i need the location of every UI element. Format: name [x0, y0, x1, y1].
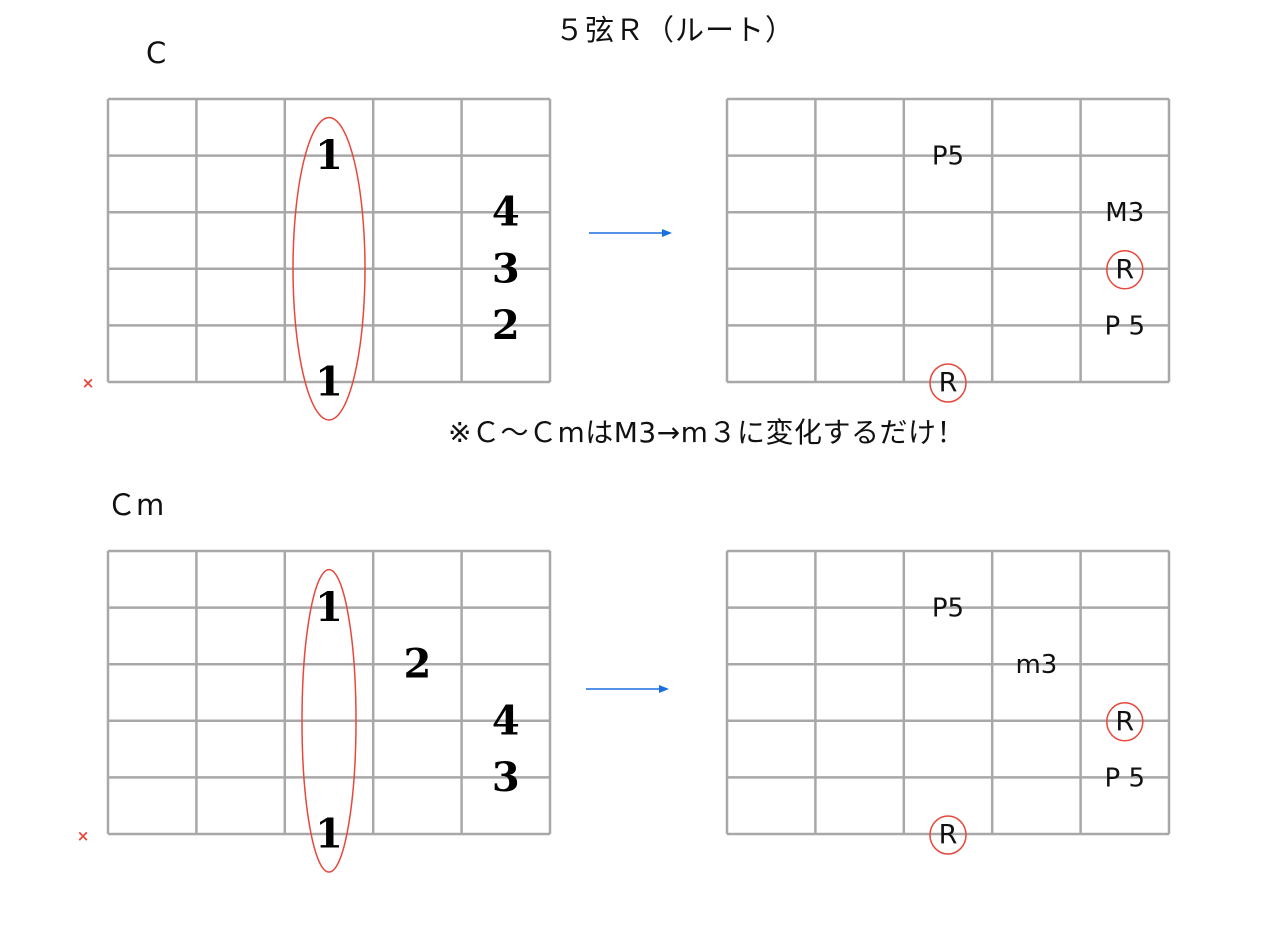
c-root-circle [929, 363, 967, 403]
c-finger-label: 2 [492, 302, 520, 349]
c-barre-ellipse [292, 116, 366, 421]
cm-barre-ellipse [301, 568, 357, 873]
cm-finger-label: 4 [492, 697, 520, 744]
page-title: ５弦Ｒ（ルート） [555, 13, 796, 47]
cm-arrow-head [659, 685, 669, 693]
cm-mute-mark: × [77, 827, 90, 845]
cm-fingering-grid [106, 549, 552, 836]
cm-root-circle [1106, 702, 1144, 742]
c-mute-mark: × [82, 374, 95, 392]
c-arrow-head [662, 229, 672, 237]
c-interval-grid [725, 97, 1171, 384]
chord-name-cm: Ｃm [107, 488, 165, 522]
change-note: ※Ｃ〜ＣmはM3→m３に変化するだけ！ [448, 416, 965, 449]
cm-interval-label: m3 [1015, 650, 1057, 680]
c-finger-label: 3 [492, 245, 520, 292]
c-root-label: R [939, 368, 958, 399]
cm-finger-label: 1 [315, 811, 343, 858]
c-root-circle [1106, 250, 1144, 290]
c-fingering-grid [106, 97, 552, 384]
c-finger-label: 1 [315, 132, 343, 179]
cm-interval-label: P 5 [1105, 763, 1146, 793]
c-interval-label: P 5 [1105, 311, 1146, 341]
c-interval-label: M3 [1105, 198, 1144, 228]
c-finger-label: 1 [315, 359, 343, 406]
cm-interval-grid [725, 549, 1171, 836]
c-root-label: R [1115, 254, 1134, 285]
cm-root-label: R [1115, 706, 1134, 737]
cm-interval-label: P5 [932, 594, 964, 624]
cm-finger-label: 1 [315, 584, 343, 631]
c-interval-label: P5 [932, 142, 964, 172]
cm-root-label: R [939, 820, 958, 851]
cm-finger-label: 3 [492, 754, 520, 801]
cm-finger-label: 2 [403, 641, 431, 688]
c-finger-label: 4 [492, 189, 520, 236]
cm-root-circle [929, 815, 967, 855]
chord-name-c: C [146, 36, 167, 70]
